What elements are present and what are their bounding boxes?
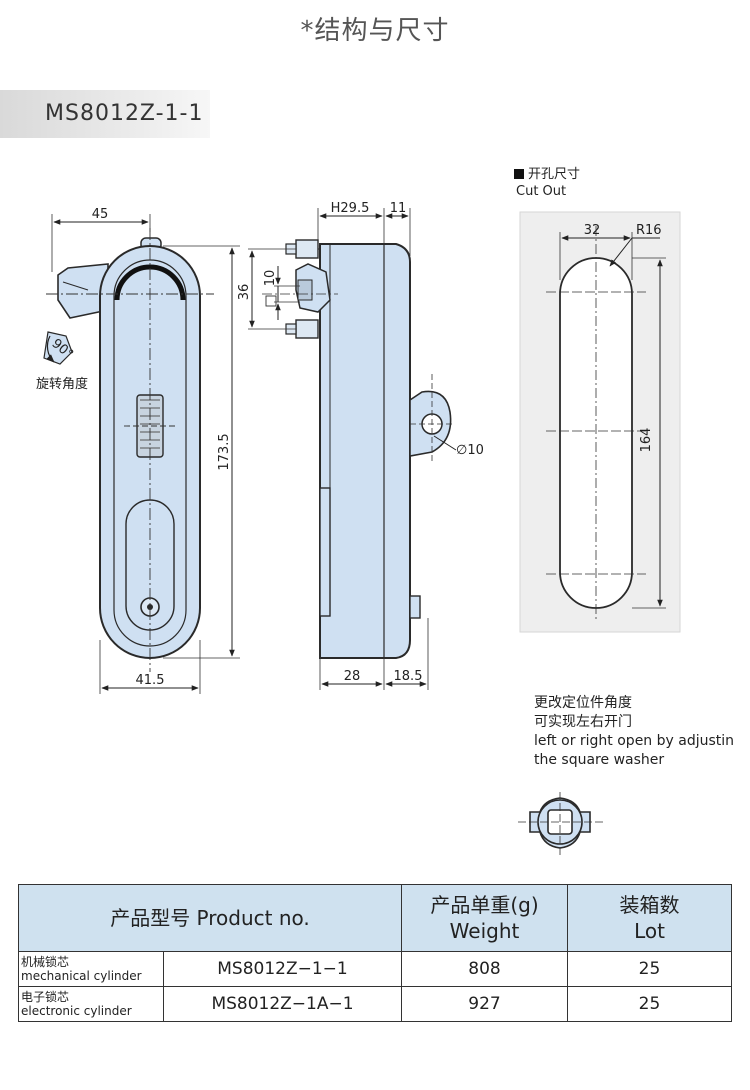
dim-11: 11 bbox=[390, 201, 407, 216]
dim-164: 164 bbox=[639, 428, 654, 453]
note-line-4: the square washer bbox=[534, 752, 665, 768]
dim-hole: ∅10 bbox=[456, 443, 484, 458]
header-lot-en: Lot bbox=[634, 919, 665, 943]
spec-table: 产品型号 Product no. 产品单重(g) Weight 装箱数 Lot … bbox=[18, 884, 732, 1022]
header-weight: 产品单重(g) Weight bbox=[401, 884, 568, 952]
rotation-label: 旋转角度 bbox=[36, 376, 88, 392]
dim-h29-5: H29.5 bbox=[331, 201, 370, 216]
table-row: 电子锁芯 electronic cylinder MS8012Z−1A−1 92… bbox=[18, 986, 732, 1022]
note-line-1: 更改定位件角度 bbox=[534, 695, 632, 711]
dim-18-5: 18.5 bbox=[394, 669, 423, 684]
row-type: 电子锁芯 electronic cylinder bbox=[18, 986, 164, 1022]
dim-41-5: 41.5 bbox=[136, 673, 165, 688]
dim-32: 32 bbox=[584, 223, 601, 238]
row-model: MS8012Z−1A−1 bbox=[163, 986, 402, 1022]
square-bullet-icon bbox=[514, 169, 524, 179]
header-lot: 装箱数 Lot bbox=[567, 884, 732, 952]
row-type-en: mechanical cylinder bbox=[21, 969, 142, 983]
page-heading: *结构与尺寸 bbox=[300, 16, 450, 46]
row-weight: 808 bbox=[401, 951, 568, 987]
square-washer-detail bbox=[518, 792, 604, 856]
row-lot: 25 bbox=[567, 986, 732, 1022]
table-row: 机械锁芯 mechanical cylinder MS8012Z−1−1 808… bbox=[18, 951, 732, 987]
row-type-cn: 机械锁芯 bbox=[21, 955, 70, 969]
cutout-view: 32 R16 164 bbox=[519, 211, 681, 633]
dim-28: 28 bbox=[344, 669, 361, 684]
row-type-en: electronic cylinder bbox=[21, 1004, 132, 1018]
dim-r16: R16 bbox=[636, 223, 662, 238]
dim-173-5: 173.5 bbox=[217, 433, 232, 470]
row-lot: 25 bbox=[567, 951, 732, 987]
dim-10: 10 bbox=[263, 270, 278, 287]
cutout-title: 开孔尺寸 Cut Out bbox=[514, 166, 580, 200]
model-tab: MS8012Z-1-1 bbox=[0, 90, 210, 138]
header-model: 产品型号 Product no. bbox=[18, 884, 402, 952]
adjust-note: 更改定位件角度 可实现左右开门 left or right open by ad… bbox=[534, 694, 734, 770]
dim-45: 45 bbox=[92, 207, 109, 222]
technical-drawing: 45 173.5 41.5 90° 旋转角度 ∅10 bbox=[36, 201, 681, 856]
header-weight-en: Weight bbox=[449, 919, 520, 943]
front-view: 45 173.5 41.5 90° 旋转角度 bbox=[36, 207, 240, 694]
dim-36: 36 bbox=[237, 284, 252, 301]
header-weight-cn: 产品单重(g) bbox=[430, 893, 539, 917]
note-line-2: 可实现左右开门 bbox=[534, 714, 632, 730]
row-weight: 927 bbox=[401, 986, 568, 1022]
header-lot-cn: 装箱数 bbox=[619, 893, 680, 917]
row-type: 机械锁芯 mechanical cylinder bbox=[18, 951, 164, 987]
cutout-title-cn: 开孔尺寸 bbox=[528, 167, 581, 182]
row-type-cn: 电子锁芯 bbox=[21, 990, 70, 1004]
note-line-3: left or right open by adjustin bbox=[534, 733, 735, 749]
side-body bbox=[319, 243, 411, 659]
row-model: MS8012Z−1−1 bbox=[163, 951, 402, 987]
cutout-title-en: Cut Out bbox=[516, 184, 567, 199]
side-view: ∅10 36 10 H29.5 11 bbox=[237, 201, 484, 690]
